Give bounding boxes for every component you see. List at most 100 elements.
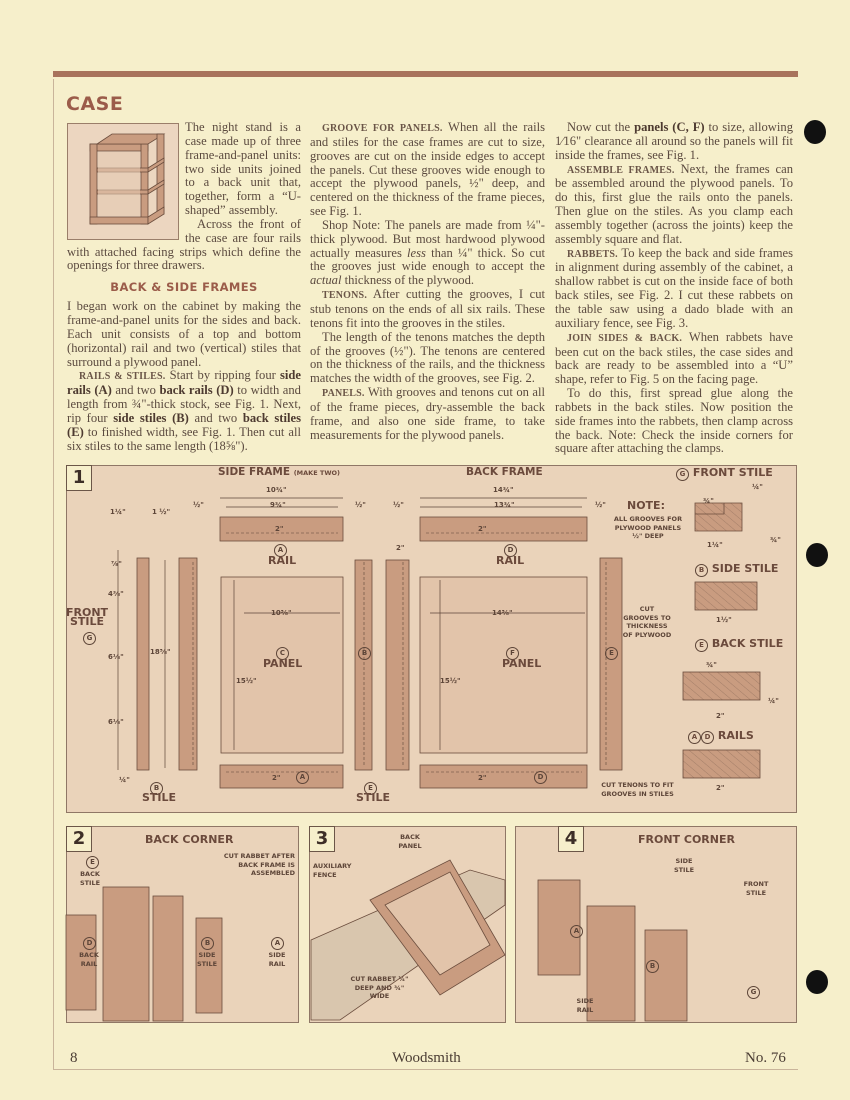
emphasis: back rails (D) — [159, 383, 234, 398]
stile-e-label: STILE — [356, 791, 391, 804]
dim-label: 10⅝" — [271, 609, 292, 617]
part-b-marker: B — [646, 960, 659, 973]
column-3: Now cut the panels (C, F) to size, allow… — [555, 120, 793, 456]
run-in-head: Groove for Panels. — [322, 123, 443, 134]
dim-label: 15½" — [236, 677, 257, 685]
paragraph: Rails & Stiles. Start by ripping four si… — [67, 368, 301, 453]
dim-label: 6⅛" — [108, 653, 124, 661]
binder-hole — [804, 120, 826, 144]
side-stile-section-title: B SIDE STILE — [695, 563, 778, 577]
run-in-head: Panels. — [322, 388, 365, 400]
text-run: I began work on the cabinet by making th… — [67, 299, 301, 369]
panel-c-label: PANEL — [263, 657, 303, 670]
figure-number: 3 — [309, 826, 335, 852]
text-run: than ¼" thick. So cut the grooves just w… — [310, 245, 546, 274]
dim-label: 2" — [272, 774, 281, 782]
part-d-marker: D — [83, 937, 96, 950]
text-run: Start by ripping four — [165, 368, 281, 383]
back-stile-section-title: E BACK STILE — [695, 638, 783, 652]
cut-rabbet-label: CUT RABBET ¼" DEEP AND ¾" WIDE — [350, 975, 409, 1000]
dim-label: 2" — [275, 525, 284, 533]
back-rail-label: BACK RAIL — [79, 951, 99, 968]
figure-number: 2 — [66, 826, 92, 852]
part-b-marker: B — [201, 937, 214, 950]
text-run: The night stand is a case made up of thr… — [185, 120, 301, 218]
part-d-marker: D — [534, 771, 547, 784]
text-run: and two — [111, 383, 160, 398]
dim-label: ¾" — [770, 536, 781, 544]
text-run: When rabbets have been cut on the back s… — [555, 329, 793, 387]
dim-label: ½" — [595, 501, 606, 509]
back-panel-label: BACK PANEL — [398, 833, 422, 850]
back-frame-title: BACK FRAME — [466, 466, 543, 478]
paragraph: Shop Note: The panels are made from ¼"-t… — [310, 217, 546, 288]
front-stile-section-title: G FRONT STILE — [676, 467, 773, 481]
text-run: thickness of the plywood. — [341, 273, 475, 288]
emphasis: less — [407, 245, 426, 260]
front-stile-label: FRONT STILE — [743, 880, 769, 897]
cabinet-illustration — [67, 123, 179, 240]
dim-label: ¾" — [706, 661, 717, 669]
dim-label: 13¾" — [494, 501, 515, 509]
part-c-marker: C — [276, 647, 289, 660]
paragraph: Now cut the panels (C, F) to size, allow… — [555, 120, 793, 163]
dim-label: ½" — [193, 501, 204, 509]
text-run: The length of the tenons matches the dep… — [310, 329, 545, 386]
dim-label: 10¾" — [266, 486, 287, 494]
text-run: With grooves and tenons cut on all of th… — [310, 385, 545, 442]
dim-label: 2" — [478, 774, 487, 782]
fig2-title: BACK CORNER — [145, 833, 234, 846]
column-2: Groove for Panels. When all the rails an… — [310, 120, 546, 442]
run-in-head: Rabbets. — [567, 248, 618, 260]
part-a-marker: A — [296, 771, 309, 784]
part-e-marker: E — [86, 856, 99, 869]
rail-d-label: RAIL — [496, 554, 525, 567]
paragraph: Rabbets. To keep the back and side frame… — [555, 245, 793, 331]
issue-number: No. 76 — [745, 1050, 786, 1066]
paragraph: Across the front of the case are four ra… — [67, 216, 301, 273]
paragraph: Panels. With grooves and tenons cut on a… — [310, 385, 545, 442]
binder-hole — [806, 543, 828, 567]
part-b-marker: B — [358, 647, 371, 660]
cut-grooves-note: CUT GROOVES TO THICKNESS OF PLYWOOD — [622, 605, 672, 639]
page-frame — [53, 79, 798, 1070]
part-b-marker: B — [150, 782, 163, 795]
text-run: Shop Note: The panels are made from ¼"-t… — [310, 217, 545, 260]
dim-label: 1½" — [716, 616, 732, 624]
dim-label: ⅞" — [111, 560, 122, 568]
text-run: To keep the back and side frames in alig… — [555, 245, 793, 330]
column-1: The night stand is a case made up of thr… — [67, 120, 301, 453]
dim-label: 1¼" — [110, 508, 126, 516]
dim-label: 1 ½" — [152, 508, 171, 516]
part-g-marker: G — [747, 986, 760, 999]
paragraph: To do this, first spread glue along the … — [555, 386, 793, 456]
dim-label: ¾" — [703, 497, 714, 505]
paragraph: The night stand is a case made up of thr… — [67, 120, 301, 218]
dim-label: ½" — [355, 501, 366, 509]
dim-label: 18⅝" — [150, 648, 171, 656]
dim-label: ¼" — [119, 776, 130, 784]
run-in-head: Join Sides & Back. — [567, 332, 683, 344]
dim-label: 2" — [716, 784, 725, 792]
paragraph: I began work on the cabinet by making th… — [67, 299, 301, 369]
side-frame-title: SIDE FRAME (MAKE TWO) — [218, 466, 340, 478]
dim-label: 6⅛" — [108, 718, 124, 726]
intro-text: The night stand is a case made up of thr… — [67, 120, 301, 273]
part-g-marker: G — [83, 632, 96, 645]
dim-label: 2" — [716, 712, 725, 720]
run-in-head: Assemble Frames. — [567, 164, 675, 176]
side-stile-label: SIDE STILE — [196, 951, 218, 968]
text-run: To do this, first spread glue along the … — [555, 386, 793, 456]
cut-tenons-note: CUT TENONS TO FIT GROOVES IN STILES — [601, 781, 674, 798]
part-a-marker: A — [271, 937, 284, 950]
text-run: Across the front of the case are four ra… — [67, 216, 301, 273]
side-stile-label: SIDE STILE — [673, 857, 695, 874]
fig4-title: FRONT CORNER — [638, 833, 735, 846]
figure-number: 4 — [558, 826, 584, 852]
section-title: CASE — [66, 93, 124, 115]
emphasis: actual — [310, 273, 342, 288]
paragraph: The length of the tenons matches the dep… — [310, 329, 545, 386]
text-run: Now cut the — [567, 120, 635, 134]
text-run: to finished width, see Fig. 1. Then cut … — [67, 424, 301, 453]
